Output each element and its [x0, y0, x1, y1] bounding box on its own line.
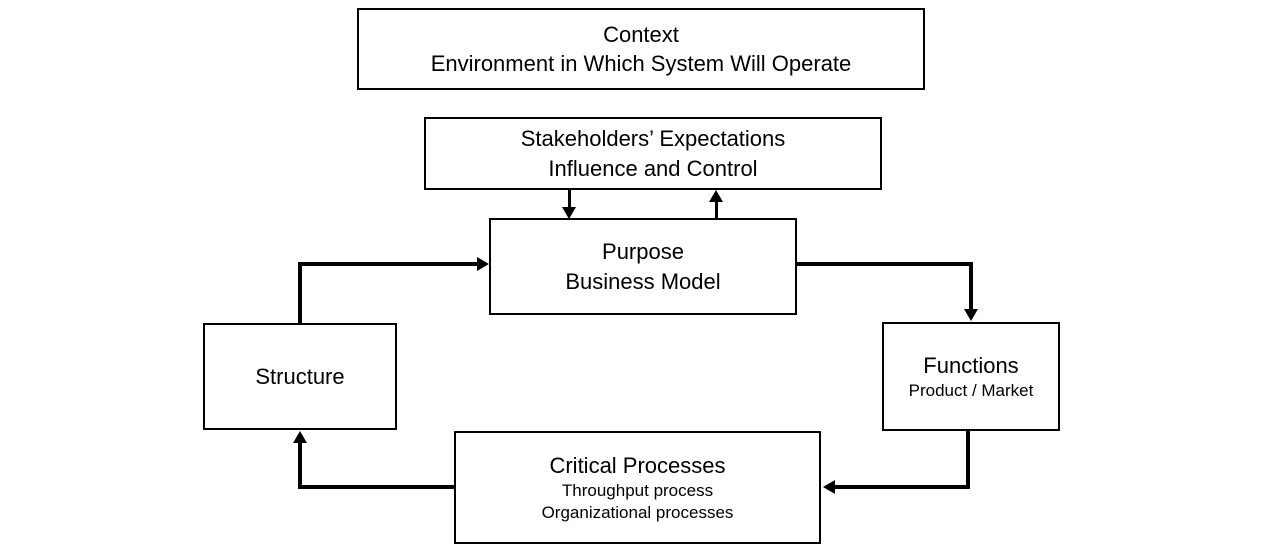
node-functions: Functions Product / Market — [882, 322, 1060, 431]
connector-purpose-to-functions-arrowhead — [964, 309, 978, 321]
connector-functions-to-processes-arrowhead — [823, 480, 835, 494]
node-processes: Critical Processes Throughput process Or… — [454, 431, 821, 544]
node-functions-title: Functions — [923, 352, 1019, 378]
node-purpose-subtitle: Business Model — [565, 268, 721, 294]
node-context-title: Context — [603, 21, 679, 47]
node-stakeholders-subtitle: Influence and Control — [548, 155, 758, 181]
connector-stakeholders-to-purpose-stem — [568, 190, 571, 209]
node-structure: Structure — [203, 323, 397, 430]
connector-stakeholders-to-purpose-arrowhead — [562, 207, 576, 219]
connector-purpose-to-functions-vertical — [969, 262, 973, 311]
node-processes-subtitle-2: Organizational processes — [541, 503, 734, 523]
node-purpose-title: Purpose — [602, 239, 684, 265]
connector-processes-to-structure-vertical — [298, 443, 302, 489]
connector-structure-to-purpose-horizontal — [298, 262, 478, 266]
connector-functions-to-processes-vertical — [966, 429, 970, 487]
node-processes-subtitle: Throughput process — [561, 480, 714, 500]
node-purpose: Purpose Business Model — [489, 218, 797, 315]
node-context-subtitle: Environment in Which System Will Operate — [430, 51, 852, 76]
node-functions-subtitle: Product / Market — [908, 380, 1034, 400]
connector-purpose-to-stakeholders-arrowhead — [709, 190, 723, 202]
connector-functions-to-processes-horizontal — [835, 485, 970, 489]
connector-purpose-to-stakeholders-stem — [715, 199, 718, 218]
connector-structure-to-purpose-vertical — [298, 262, 302, 325]
connector-processes-to-structure-arrowhead — [293, 431, 307, 443]
node-context: Context Environment in Which System Will… — [357, 8, 925, 90]
connector-structure-to-purpose-arrowhead — [477, 257, 489, 271]
connector-purpose-to-functions-horizontal — [795, 262, 973, 266]
node-processes-title: Critical Processes — [549, 452, 726, 478]
node-structure-title: Structure — [255, 363, 345, 389]
node-stakeholders: Stakeholders’ Expectations Influence and… — [424, 117, 882, 190]
node-stakeholders-title: Stakeholders’ Expectations — [520, 126, 786, 152]
connector-processes-to-structure-horizontal — [298, 485, 456, 489]
